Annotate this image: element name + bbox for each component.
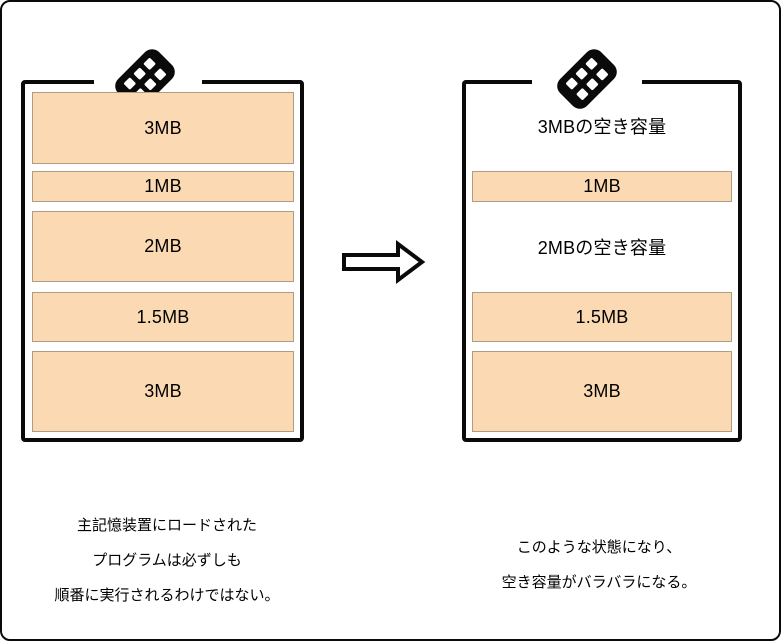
memory-block-label: 1MB: [583, 176, 621, 196]
free-space-text: 3MBの空き容量: [537, 117, 667, 137]
caption-line: 主記憶装置にロードされた: [76, 517, 257, 534]
memory-block-label: 3MB: [144, 117, 182, 138]
right-block-arrow-icon: [342, 240, 426, 284]
memory-block-label: 1MB: [144, 176, 182, 196]
memory-block-label: 3MB: [144, 381, 182, 401]
memory-block: 1MB: [472, 171, 732, 202]
memory-block: 3MB: [32, 92, 294, 164]
caption-line: プログラムは必ずしも: [92, 552, 242, 569]
memory-block-label: 3MB: [583, 381, 621, 401]
free-space-text: 2MBの空き容量: [537, 238, 667, 258]
memory-block: 1MB: [32, 171, 294, 202]
memory-block: 3MB: [32, 351, 294, 432]
memory-block: 2MB: [32, 211, 294, 282]
caption-line: 空き容量がバラバラになる。: [501, 574, 697, 591]
caption-line: このような状態になり、: [516, 539, 682, 556]
free-space-label: 3MBの空き容量: [472, 106, 732, 146]
memory-chip-icon: [557, 49, 617, 109]
memory-block: 1.5MB: [32, 292, 294, 342]
memory-block: 1.5MB: [472, 292, 732, 342]
memory-block-label: 2MB: [144, 236, 182, 256]
caption-line: 順番に実行されるわけではない。: [54, 587, 280, 604]
memory-block-label: 1.5MB: [575, 306, 629, 327]
caption-before: 主記憶装置にロードされた プログラムは必ずしも 順番に実行されるわけではない。: [12, 508, 322, 613]
memory-block: 3MB: [472, 351, 732, 432]
memory-block-label: 1.5MB: [136, 306, 190, 327]
free-space-label: 2MBの空き容量: [472, 227, 732, 267]
caption-after: このような状態になり、 空き容量がバラバラになる。: [449, 530, 749, 600]
